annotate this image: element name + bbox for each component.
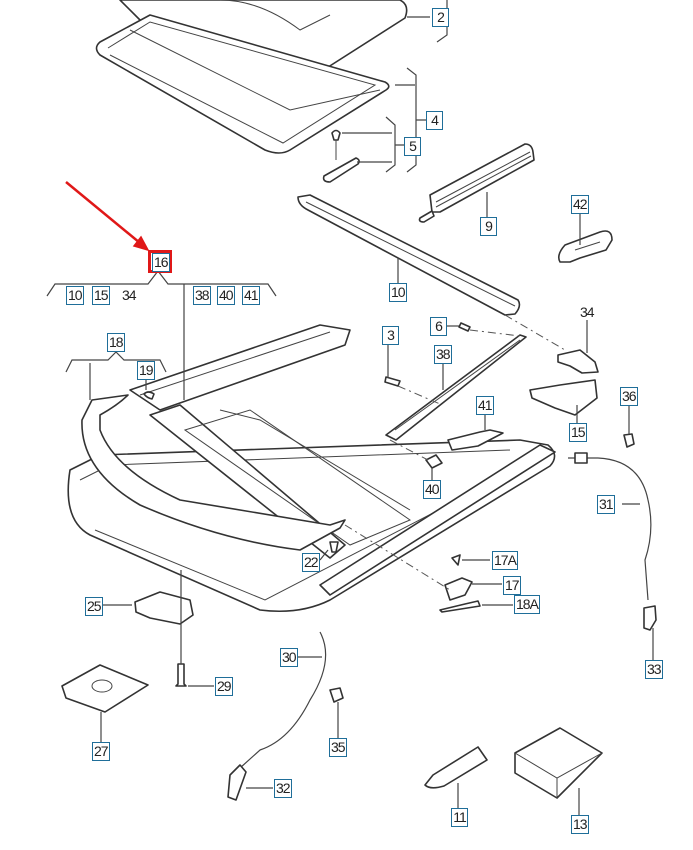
leader-lines <box>46 0 654 815</box>
callout-33[interactable]: 33 <box>645 660 663 679</box>
callout-36[interactable]: 36 <box>620 387 638 406</box>
callout-3[interactable]: 3 <box>382 326 399 345</box>
bracket-42-part[interactable] <box>558 230 613 263</box>
cable-30-part[interactable] <box>239 631 327 769</box>
panel-frame-part[interactable] <box>95 14 390 154</box>
cable-31-part[interactable] <box>597 457 652 601</box>
screw-22-part[interactable] <box>329 541 339 553</box>
callout-40[interactable]: 40 <box>423 480 441 499</box>
callout-27[interactable]: 27 <box>92 742 110 761</box>
grease-tube-11-part[interactable] <box>424 746 488 789</box>
cable-end-32-part[interactable] <box>227 764 247 801</box>
seal-strip-part[interactable] <box>418 143 535 223</box>
callout-2[interactable]: 2 <box>432 8 449 27</box>
callout-25[interactable]: 25 <box>85 597 103 616</box>
cable-end-33-part[interactable] <box>643 605 657 631</box>
clip-40-part[interactable] <box>425 454 443 469</box>
highlight-arrow <box>65 181 150 252</box>
callout-9[interactable]: 9 <box>480 217 497 236</box>
box-13-part[interactable] <box>514 727 603 799</box>
callout-41-group[interactable]: 41 <box>242 286 260 305</box>
callout-15[interactable]: 15 <box>569 423 587 442</box>
callout-41[interactable]: 41 <box>476 396 494 415</box>
holder-17-part[interactable] <box>439 554 481 613</box>
callout-10-group[interactable]: 10 <box>66 286 84 305</box>
callout-10[interactable]: 10 <box>389 283 407 302</box>
bracket-34-part[interactable] <box>557 349 599 374</box>
label-34: 34 <box>580 304 595 320</box>
callout-15-group[interactable]: 15 <box>92 286 110 305</box>
callout-38[interactable]: 38 <box>434 345 452 364</box>
callout-31[interactable]: 31 <box>597 495 615 514</box>
callout-30[interactable]: 30 <box>280 648 298 667</box>
plate-41-part[interactable] <box>447 429 504 451</box>
callout-35[interactable]: 35 <box>329 738 347 757</box>
callout-6[interactable]: 6 <box>430 317 447 336</box>
frame-seal-part[interactable] <box>81 394 346 551</box>
guide-rail-38-part[interactable] <box>385 334 527 441</box>
callout-18[interactable]: 18 <box>107 333 125 352</box>
mount-15-part[interactable] <box>529 379 598 416</box>
bolt-29-part[interactable] <box>175 663 187 687</box>
callout-17A[interactable]: 17A <box>492 551 518 570</box>
screw-3-part[interactable] <box>384 376 401 387</box>
assembly-path-lines <box>344 314 566 591</box>
callout-11[interactable]: 11 <box>451 808 468 827</box>
clip-part[interactable] <box>322 129 360 183</box>
callout-5[interactable]: 5 <box>404 137 421 156</box>
callout-19[interactable]: 19 <box>137 361 155 380</box>
clip-19-part[interactable] <box>143 391 155 400</box>
callout-38-group[interactable]: 38 <box>193 286 211 305</box>
callout-32[interactable]: 32 <box>274 779 292 798</box>
callout-13[interactable]: 13 <box>571 815 589 834</box>
wind-deflector-part[interactable] <box>297 194 521 316</box>
label-34-group: 34 <box>122 287 137 303</box>
clip-36-part[interactable] <box>623 433 635 448</box>
callout-40-group[interactable]: 40 <box>217 286 235 305</box>
callout-17[interactable]: 17 <box>503 576 521 595</box>
clip-35-part[interactable] <box>329 687 344 703</box>
callout-22[interactable]: 22 <box>302 553 320 572</box>
spring-6-part[interactable] <box>458 322 471 332</box>
motor-25-part[interactable] <box>134 591 194 625</box>
callout-4[interactable]: 4 <box>426 111 443 130</box>
callout-29[interactable]: 29 <box>215 677 233 696</box>
callout-18A[interactable]: 18A <box>514 595 540 614</box>
control-unit-27-part[interactable] <box>61 664 149 713</box>
callout-42[interactable]: 42 <box>571 195 589 214</box>
callout-16[interactable]: 16 <box>152 253 170 272</box>
